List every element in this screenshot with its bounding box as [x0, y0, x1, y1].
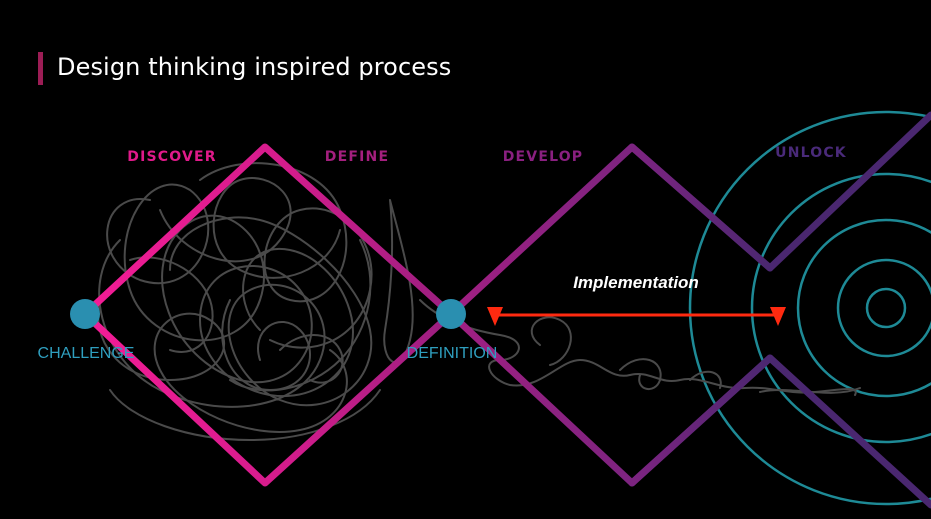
target-ring-outer [688, 110, 931, 506]
target-rings [688, 110, 931, 506]
target-ring-center [865, 287, 907, 329]
definition-node [436, 299, 466, 329]
target-ring-1 [836, 258, 931, 358]
scribble-lines [97, 162, 861, 441]
challenge-node [70, 299, 100, 329]
arrow-head-right [770, 307, 786, 326]
target-ring-3 [750, 172, 931, 444]
chevron-upper [628, 111, 931, 272]
stage-label-unlock: UNLOCK [775, 145, 847, 161]
implementation-label: Implementation [573, 273, 699, 292]
arrow-head-left [487, 307, 503, 326]
definition-label: DEFINITION [407, 345, 498, 362]
stage-label-discover: DISCOVER [127, 149, 217, 165]
stage-label-define: DEFINE [325, 149, 389, 165]
diamond-develop [447, 143, 774, 487]
title-accent-bar [38, 52, 43, 85]
stage-label-develop: DEVELOP [503, 149, 584, 165]
challenge-label: CHALLENGE [38, 345, 135, 362]
implementation-arrow [487, 307, 786, 326]
target-ring-2 [796, 218, 931, 398]
slide-title: Design thinking inspired process [57, 53, 452, 81]
diamond-discover-define [81, 143, 455, 487]
